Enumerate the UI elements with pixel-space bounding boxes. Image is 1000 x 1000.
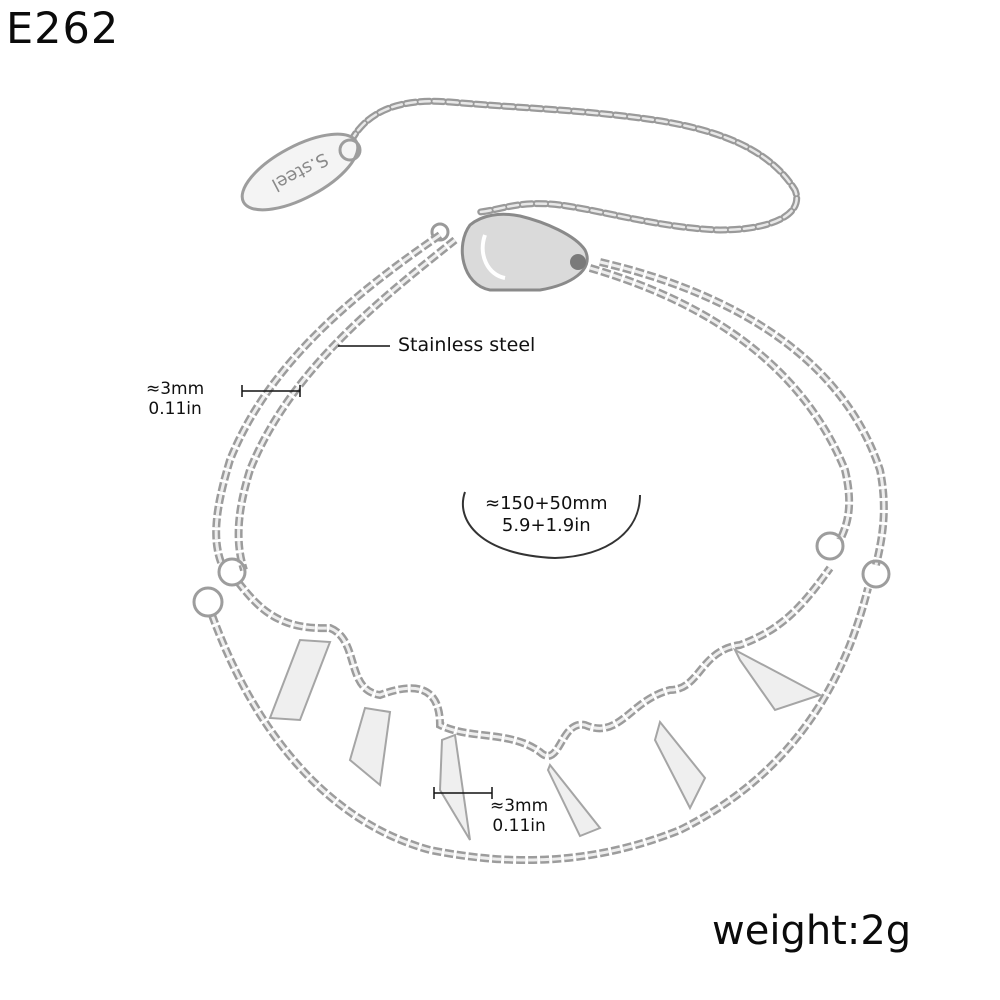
chain-strands [208,231,888,865]
charm-3 [438,733,471,841]
product-sku: E262 [6,4,120,54]
length-mm: ≈150+50mm [485,493,608,514]
chain-width-in: 0.11in [148,399,202,419]
lobster-clasp [430,212,589,292]
length-annotation: ≈150+50mm 5.9+1.9in [485,493,608,537]
charm-width-annotation: ≈3mm 0.11in [490,796,548,836]
charm-2 [348,706,392,787]
diamond-charms [268,638,823,841]
chain-width-mm: ≈3mm [146,379,205,399]
charm-6 [732,647,823,712]
material-label: Stainless steel [398,334,536,356]
extension-chain [341,97,801,234]
charm-width-mm: ≈3mm [490,796,549,816]
length-arc [461,491,641,560]
charm-width-in: 0.11in [492,816,546,836]
charm-4 [546,763,602,838]
length-in: 5.9+1.9in [501,515,591,536]
steel-tag: S.steel [240,132,362,212]
product-weight: weight:2g [712,908,912,954]
dimension-markers [241,345,641,799]
charm-5 [653,719,707,811]
jump-rings [192,531,891,618]
charm-1 [268,638,332,722]
chain-width-annotation: ≈3mm 0.11in [146,379,204,419]
